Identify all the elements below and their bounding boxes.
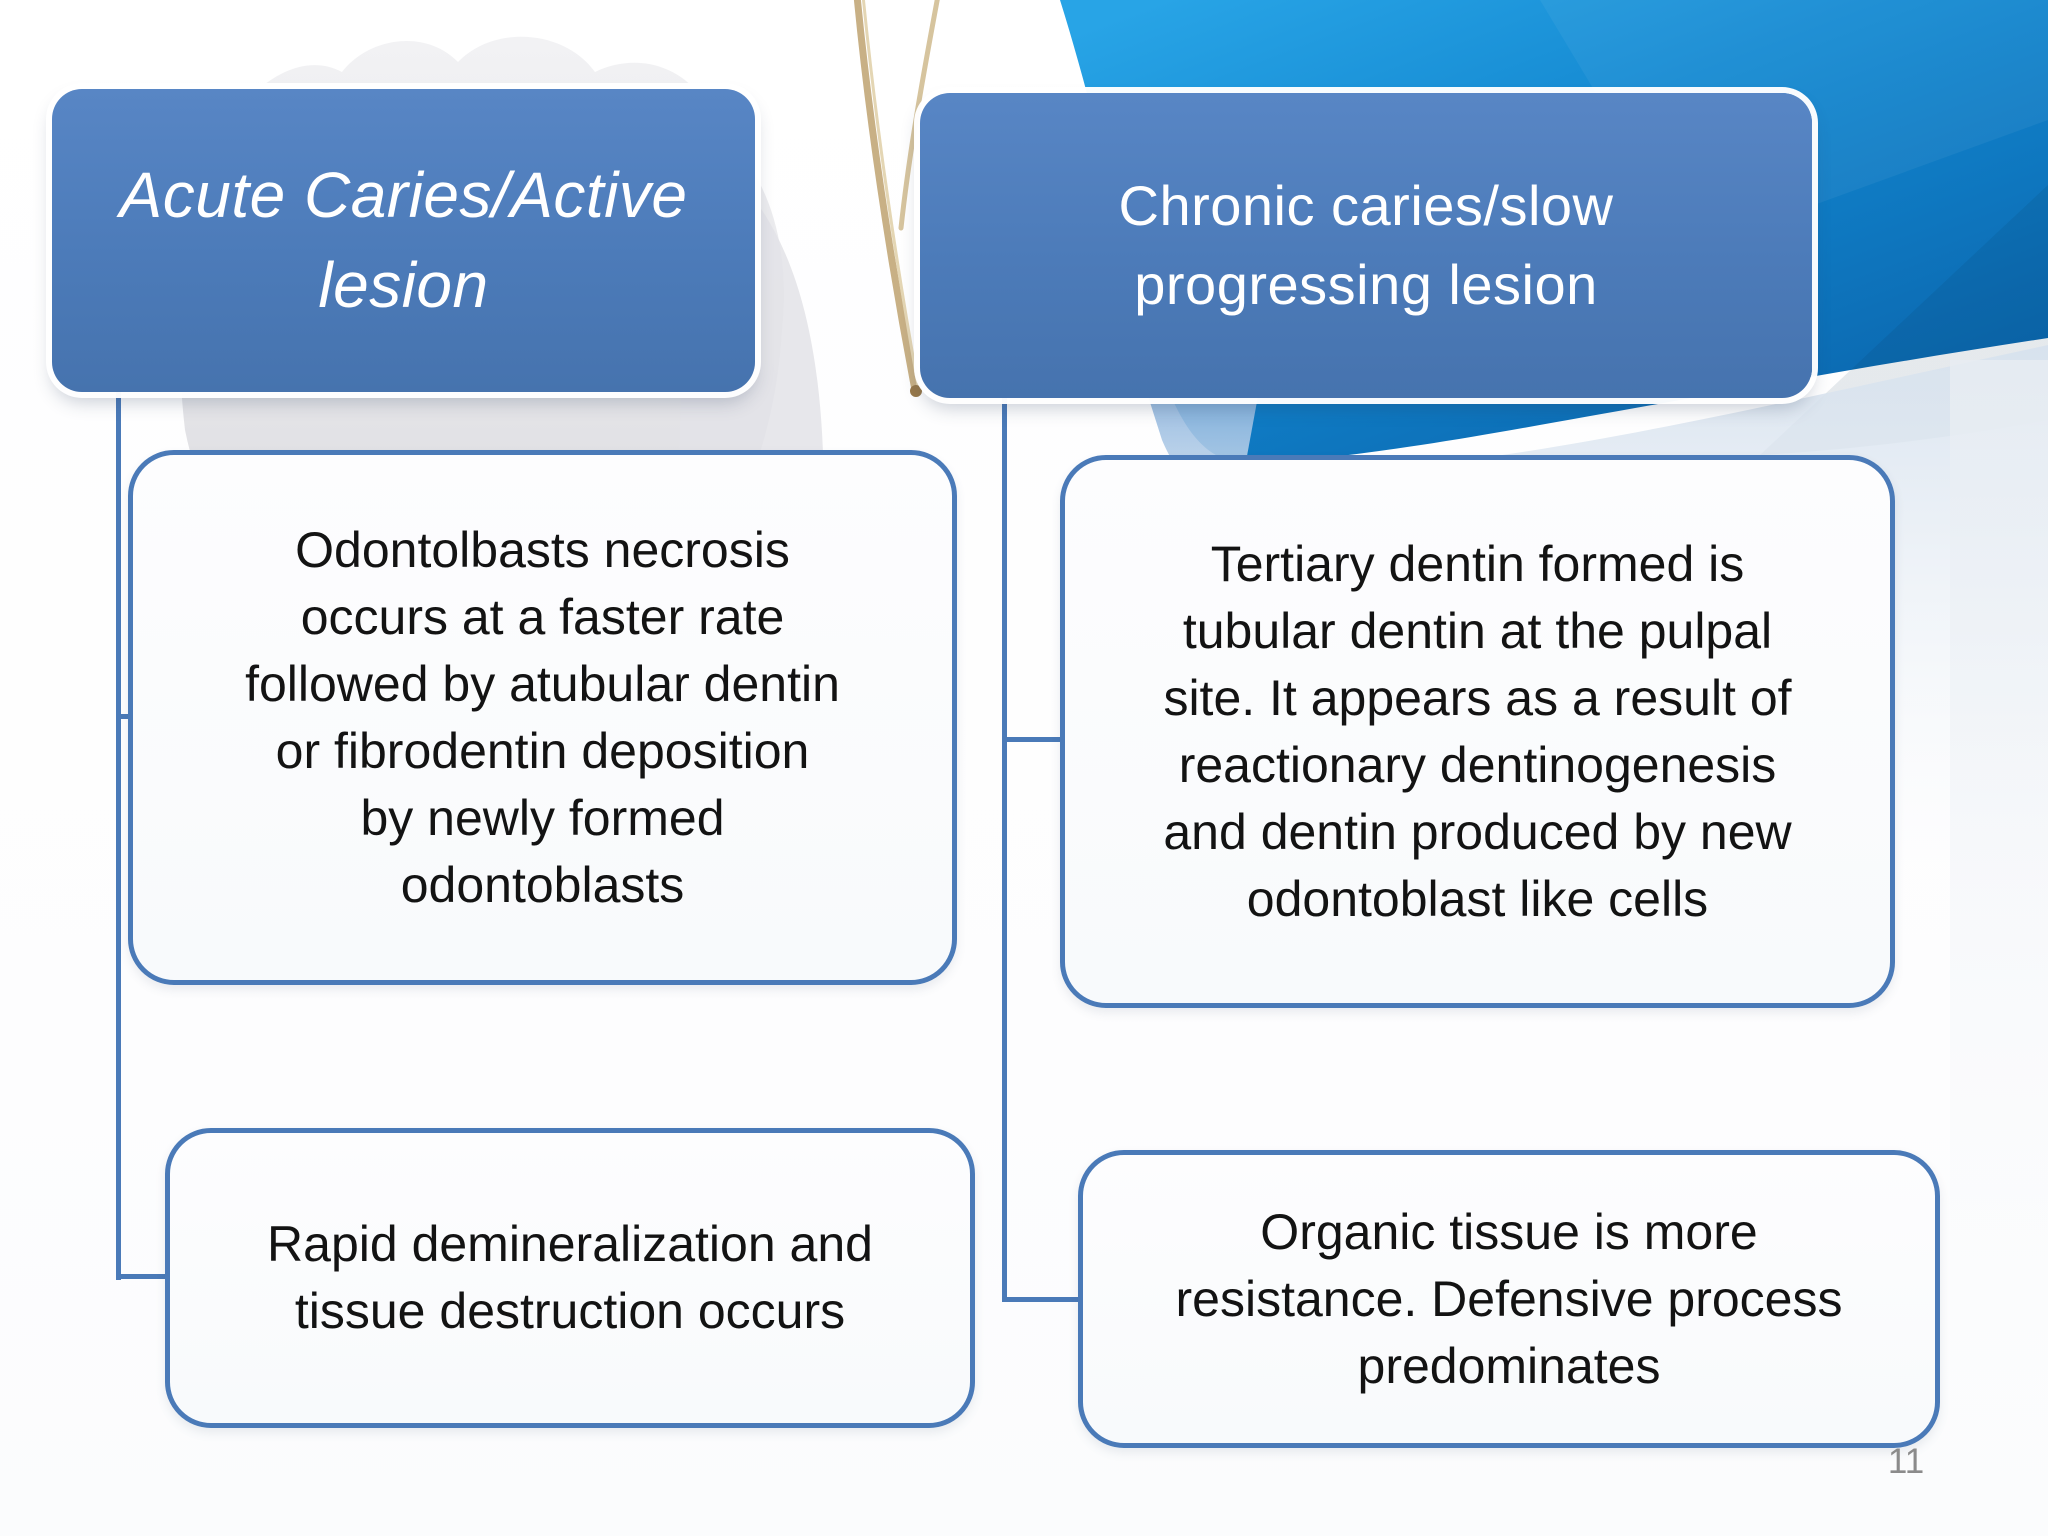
child-text-acute-2: Rapid demineralization and tissue destru… (267, 1216, 873, 1339)
connector-right-vertical (1002, 396, 1007, 1302)
connector-left-stub-1 (116, 714, 134, 719)
child-box-chronic-1: Tertiary dentin formed is tubular dentin… (1060, 455, 1895, 1008)
connector-right-stub-1 (1002, 737, 1064, 742)
child-text-chronic-2: Organic tissue is more resistance. Defen… (1175, 1203, 1843, 1394)
page-number: 11 (1887, 1442, 1925, 1481)
header-label-chronic: Chronic caries/slow progressing lesion (1118, 174, 1614, 316)
connector-left-stub-2 (116, 1274, 170, 1279)
child-box-acute-2: Rapid demineralization and tissue destru… (165, 1128, 975, 1428)
child-text-chronic-1: Tertiary dentin formed is tubular dentin… (1163, 535, 1792, 927)
header-label-acute: Acute Caries/Active lesion (119, 158, 688, 321)
connector-right-stub-2 (1002, 1297, 1082, 1302)
connector-left-vertical (116, 390, 121, 1280)
header-box-chronic: Chronic caries/slow progressing lesion (920, 93, 1812, 398)
child-text-acute-1: Odontolbasts necrosis occurs at a faster… (245, 521, 840, 913)
child-box-chronic-2: Organic tissue is more resistance. Defen… (1078, 1150, 1940, 1448)
header-box-acute: Acute Caries/Active lesion (52, 89, 755, 392)
child-box-acute-1: Odontolbasts necrosis occurs at a faster… (128, 450, 957, 985)
